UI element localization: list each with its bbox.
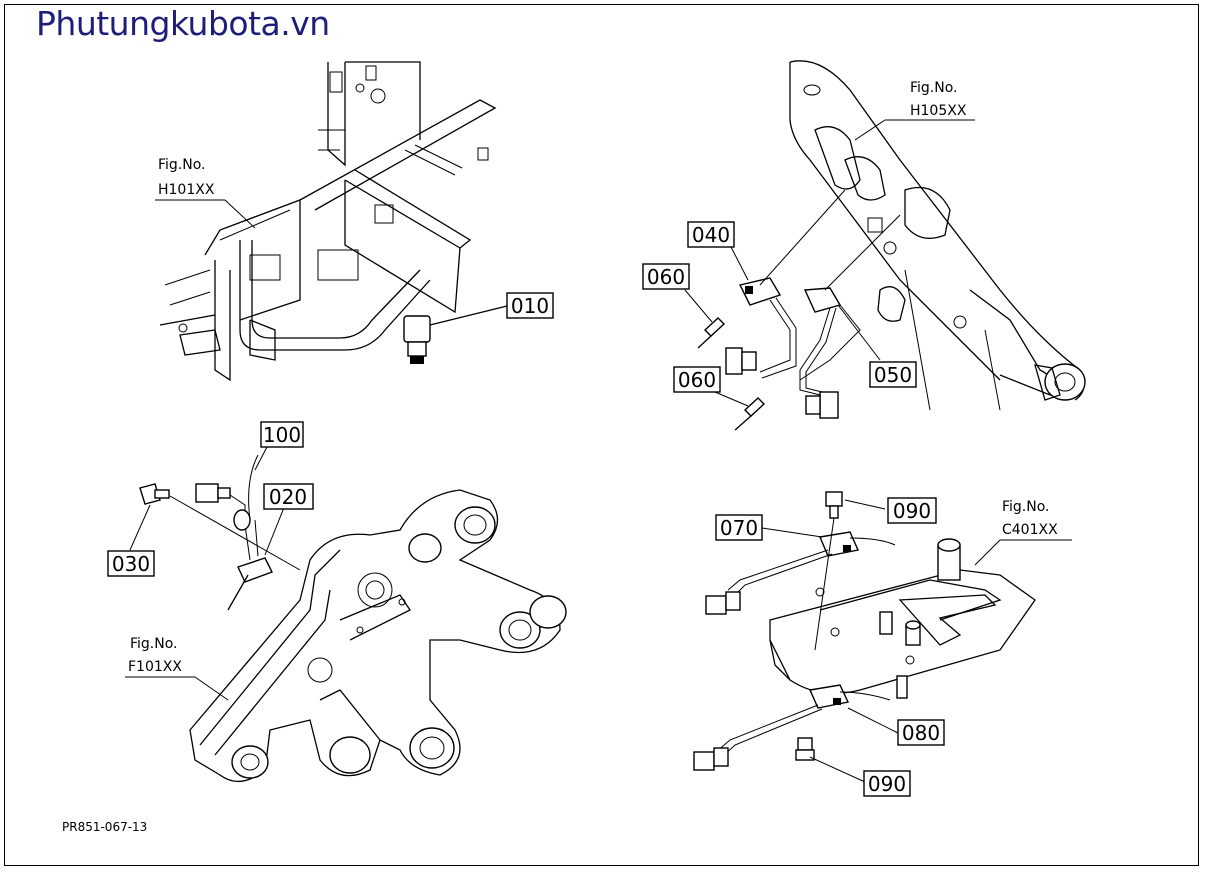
part-label-010[interactable]: 010 (506, 292, 554, 319)
figure-ref-c401: Fig.No. C401XX (1002, 499, 1058, 538)
part-label-090-lower[interactable]: 090 (863, 770, 911, 797)
assembly-plate-bottom-right (693, 491, 1072, 783)
site-title: Phutungkubota.vn (36, 4, 330, 43)
svg-text:060: 060 (678, 368, 716, 392)
svg-text:Fig.No.: Fig.No. (910, 80, 958, 96)
part-label-070[interactable]: 070 (715, 514, 763, 541)
svg-text:040: 040 (692, 223, 730, 247)
svg-text:H101XX: H101XX (158, 182, 215, 198)
figure-ref-f101: Fig.No. F101XX (128, 636, 182, 675)
part-label-030[interactable]: 030 (107, 550, 155, 577)
assembly-frame-top-left (159, 61, 508, 382)
drawing-reference: PR851-067-13 (62, 820, 147, 834)
svg-text:C401XX: C401XX (1002, 522, 1058, 538)
svg-text:090: 090 (868, 772, 906, 796)
part-label-050[interactable]: 050 (869, 361, 917, 388)
svg-text:Fig.No.: Fig.No. (158, 157, 206, 173)
svg-text:100: 100 (263, 423, 301, 447)
part-label-020[interactable]: 020 (263, 483, 314, 510)
part-label-100[interactable]: 100 (260, 421, 304, 448)
svg-text:060: 060 (647, 265, 685, 289)
drawing-frame (4, 4, 1199, 866)
svg-text:Fig.No.: Fig.No. (130, 636, 178, 652)
svg-text:H105XX: H105XX (910, 103, 967, 119)
svg-text:090: 090 (893, 499, 931, 523)
svg-text:080: 080 (902, 721, 940, 745)
figure-ref-h105: Fig.No. H105XX (910, 80, 967, 119)
part-label-060-lower[interactable]: 060 (673, 366, 721, 393)
assembly-panel-top-right (684, 60, 1086, 431)
svg-text:020: 020 (269, 485, 307, 509)
part-label-040[interactable]: 040 (687, 221, 735, 248)
svg-text:030: 030 (112, 552, 150, 576)
assembly-pedal-bottom-left (125, 199, 567, 782)
svg-text:070: 070 (720, 516, 758, 540)
part-label-090-upper[interactable]: 090 (887, 497, 937, 524)
figure-ref-h101: Fig.No. H101XX (158, 157, 215, 198)
svg-text:050: 050 (874, 363, 912, 387)
part-label-080[interactable]: 080 (897, 719, 945, 746)
part-label-060-upper[interactable]: 060 (642, 263, 690, 290)
svg-text:Fig.No.: Fig.No. (1002, 499, 1050, 515)
svg-text:010: 010 (511, 294, 549, 318)
svg-text:F101XX: F101XX (128, 659, 182, 675)
